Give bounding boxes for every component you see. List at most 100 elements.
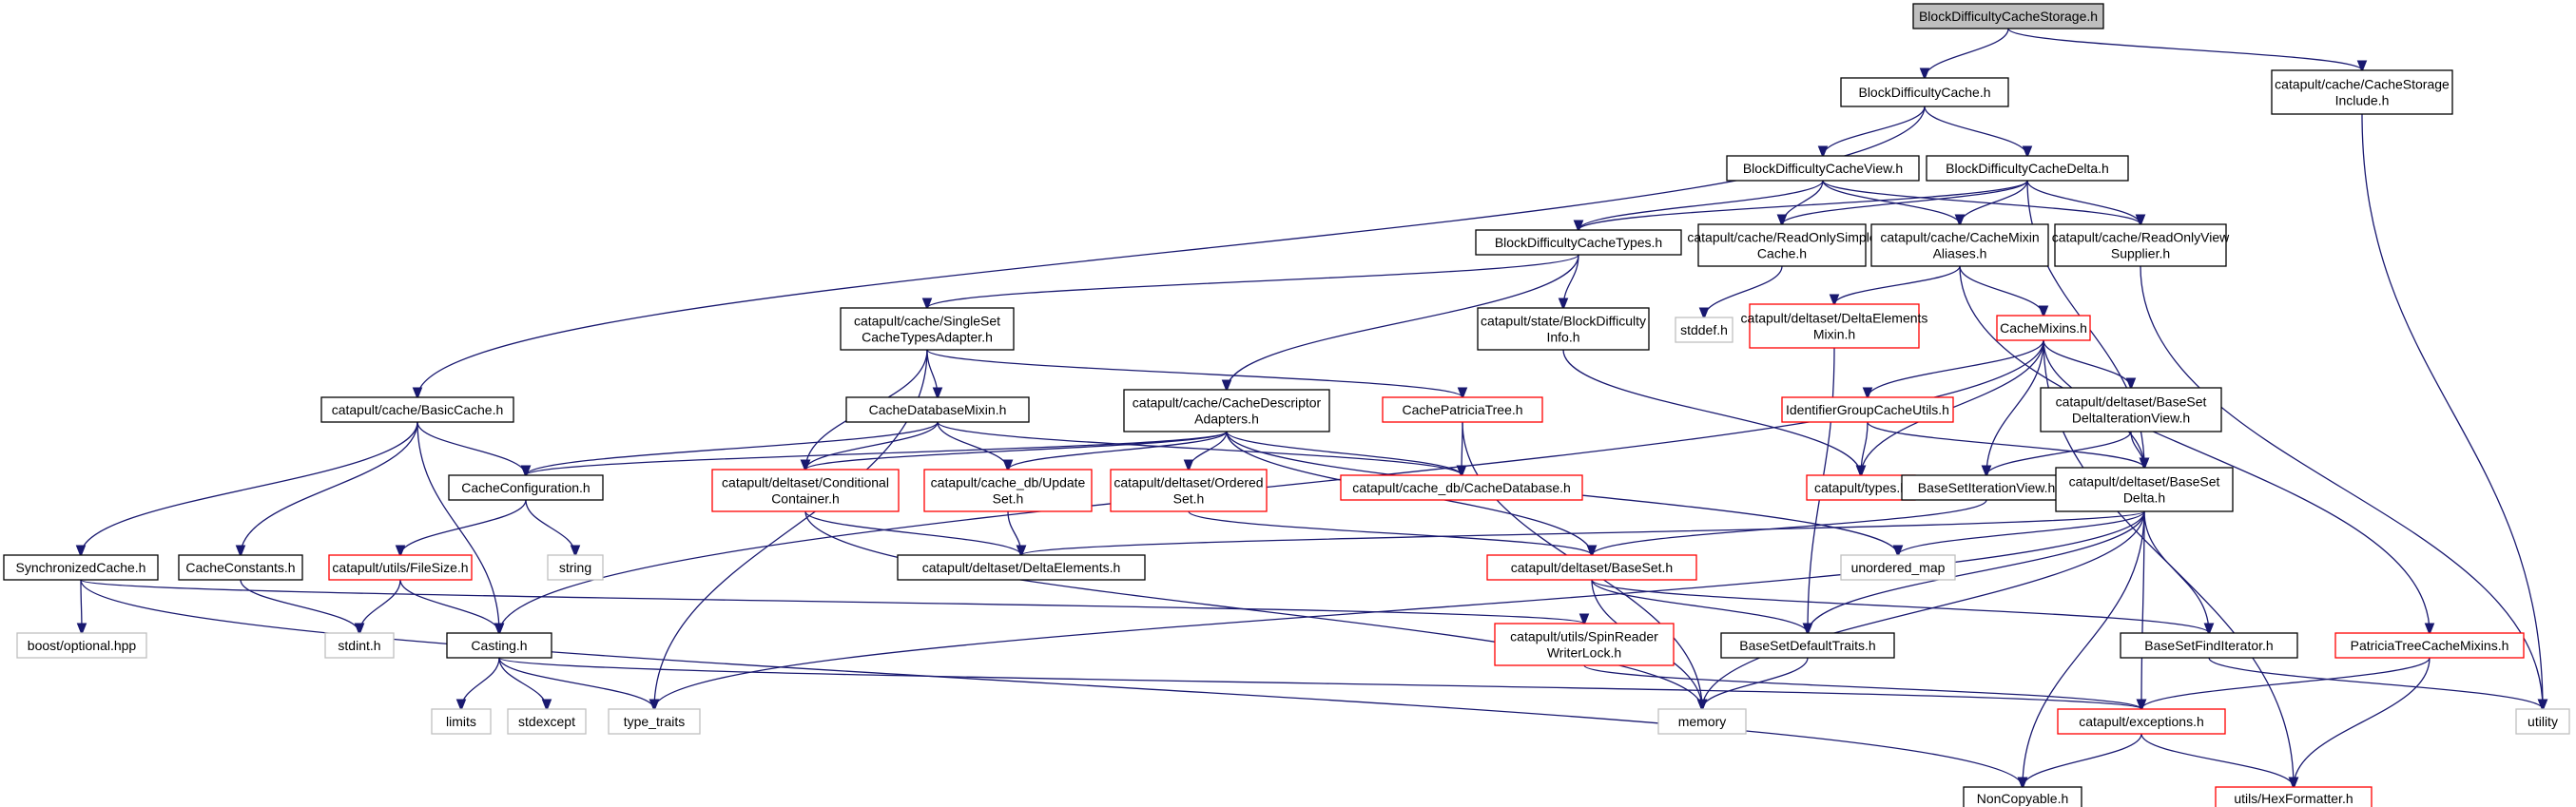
node-bdctypes[interactable]: BlockDifficultyCacheTypes.h: [1475, 229, 1682, 256]
edge-descadapt-to-cachedb: [1226, 431, 1462, 475]
node-cacheconst[interactable]: CacheConstants.h: [178, 554, 303, 581]
node-label-bsdelta-1: Delta.h: [2123, 490, 2165, 506]
edge-casting-to-limits: [461, 657, 500, 709]
node-label-noncopy-0: NonCopyable.h: [1977, 791, 2069, 806]
node-box-memory: [1657, 708, 1747, 735]
node-basiccache[interactable]: catapult/cache/BasicCache.h: [320, 396, 514, 423]
node-label-unorderedmap-0: unordered_map: [1851, 560, 1946, 575]
node-label-demixin-1: Mixin.h: [1813, 327, 1855, 342]
node-box-hexfmt: [2215, 786, 2373, 807]
node-label-stdexcept-0: stdexcept: [518, 714, 575, 729]
node-label-ordered-1: Set.h: [1173, 491, 1205, 507]
edge-bsiv-to-baseset: [1592, 499, 1987, 555]
node-deltaelements[interactable]: catapult/deltaset/DeltaElements.h: [897, 554, 1146, 581]
edge-cachemixins-to-bsiv: [1986, 339, 2044, 475]
node-ptmixins[interactable]: PatriciaTreeCacheMixins.h: [2334, 632, 2525, 659]
node-bsdefault[interactable]: BaseSetDefaultTraits.h: [1720, 632, 1895, 659]
edge-basiccache-to-casting: [416, 421, 499, 633]
node-baseset[interactable]: catapult/deltaset/BaseSet.h: [1486, 554, 1697, 581]
node-string: string: [547, 554, 604, 581]
node-label-rosimple-0: catapult/cache/ReadOnlySimple: [1687, 230, 1876, 245]
node-box-exceptions: [2057, 708, 2226, 735]
node-bsfind[interactable]: BaseSetFindIterator.h: [2120, 632, 2298, 659]
node-box-cacheconst: [178, 554, 303, 581]
edge-bsdelta-to-typetraits: [654, 510, 2145, 709]
node-box-cacheconf: [448, 474, 604, 501]
node-box-bdc: [1840, 77, 2009, 107]
edge-singleset-to-patricia: [926, 349, 1462, 397]
edge-ptmixins-to-exceptions: [2141, 657, 2431, 709]
node-label-string-0: string: [559, 560, 591, 575]
node-utility: utility: [2515, 708, 2570, 735]
node-types[interactable]: catapult/types.h: [1806, 474, 1916, 501]
node-exceptions[interactable]: catapult/exceptions.h: [2057, 708, 2226, 735]
edge-bdctypes-to-descadapt: [1227, 254, 1579, 390]
node-label-rovs-1: Supplier.h: [2111, 246, 2170, 261]
edge-rovs-to-utility: [2140, 265, 2543, 709]
edge-bdctypes-to-singleset: [927, 254, 1579, 308]
node-cdbmixin[interactable]: CacheDatabaseMixin.h: [845, 396, 1030, 423]
edge-condcont-to-memory: [804, 510, 1702, 709]
node-hexfmt[interactable]: utils/HexFormatter.h: [2215, 786, 2373, 807]
node-label-cacheconf-0: CacheConfiguration.h: [461, 480, 590, 495]
node-label-mixalias-1: Aliases.h: [1933, 246, 1987, 261]
node-filesize[interactable]: catapult/utils/FileSize.h: [328, 554, 473, 581]
node-singleset[interactable]: catapult/cache/SingleSetCacheTypesAdapte…: [840, 307, 1015, 351]
edge-bdctypes-to-bdinfo: [1563, 254, 1579, 308]
node-idgroup[interactable]: IdentifierGroupCacheUtils.h: [1781, 396, 1954, 423]
node-label-descadapt-0: catapult/cache/CacheDescriptor: [1133, 395, 1322, 411]
node-bdcdelta[interactable]: BlockDifficultyCacheDelta.h: [1926, 155, 2129, 182]
node-box-deltaelements: [897, 554, 1146, 581]
node-box-types: [1806, 474, 1916, 501]
node-cachedb[interactable]: catapult/cache_db/CacheDatabase.h: [1340, 474, 1583, 501]
node-label-baseset-0: catapult/deltaset/BaseSet.h: [1511, 560, 1673, 575]
node-patricia[interactable]: CachePatriciaTree.h: [1382, 396, 1543, 423]
node-box-updateset: [923, 469, 1093, 512]
node-cachemixins[interactable]: CacheMixins.h: [1996, 315, 2091, 341]
edge-bsdelta-to-exceptions: [2141, 510, 2144, 709]
node-box-limits: [431, 708, 492, 735]
node-box-patricia: [1382, 396, 1543, 423]
node-bsiv[interactable]: BaseSetIterationView.h: [1901, 474, 2072, 501]
edge-bdcdelta-to-bdctypes: [1579, 180, 2028, 230]
node-synccache[interactable]: SynchronizedCache.h: [3, 554, 159, 581]
node-label-bsdiv-0: catapult/deltaset/BaseSet: [2056, 394, 2207, 410]
node-box-bdcdelta: [1926, 155, 2129, 182]
node-bdc[interactable]: BlockDifficultyCache.h: [1840, 77, 2009, 107]
node-label-updateset-1: Set.h: [993, 491, 1024, 507]
edge-bsdelta-to-noncopy: [2023, 510, 2145, 787]
node-label-demixin-0: catapult/deltaset/DeltaElements: [1741, 311, 1928, 326]
node-bsdiv[interactable]: catapult/deltaset/BaseSetDeltaIterationV…: [2040, 387, 2222, 432]
node-box-typetraits: [608, 708, 701, 735]
edge-idgroup-to-types: [1861, 421, 1869, 475]
node-noncopy[interactable]: NonCopyable.h: [1963, 786, 2082, 807]
edge-cacheconf-to-filesize: [400, 499, 527, 555]
node-cacheconf[interactable]: CacheConfiguration.h: [448, 474, 604, 501]
node-label-synccache-0: SynchronizedCache.h: [16, 560, 146, 575]
node-box-mixalias: [1870, 223, 2049, 267]
node-label-bdc-0: BlockDifficultyCache.h: [1858, 85, 1990, 100]
node-root: BlockDifficultyCacheStorage.h: [1912, 3, 2104, 29]
node-label-descadapt-1: Adapters.h: [1194, 412, 1259, 427]
node-bdcview[interactable]: BlockDifficultyCacheView.h: [1726, 155, 1920, 182]
edge-bdinfo-to-types: [1562, 349, 1861, 475]
node-label-bsiv-0: BaseSetIterationView.h: [1918, 480, 2056, 495]
node-box-spinlock: [1494, 623, 1675, 666]
node-box-root: [1912, 3, 2104, 29]
edge-bdcview-to-rovs: [1822, 180, 2140, 224]
edge-csi-to-utility: [2361, 113, 2543, 709]
node-casting[interactable]: Casting.h: [446, 632, 552, 659]
node-box-synccache: [3, 554, 159, 581]
